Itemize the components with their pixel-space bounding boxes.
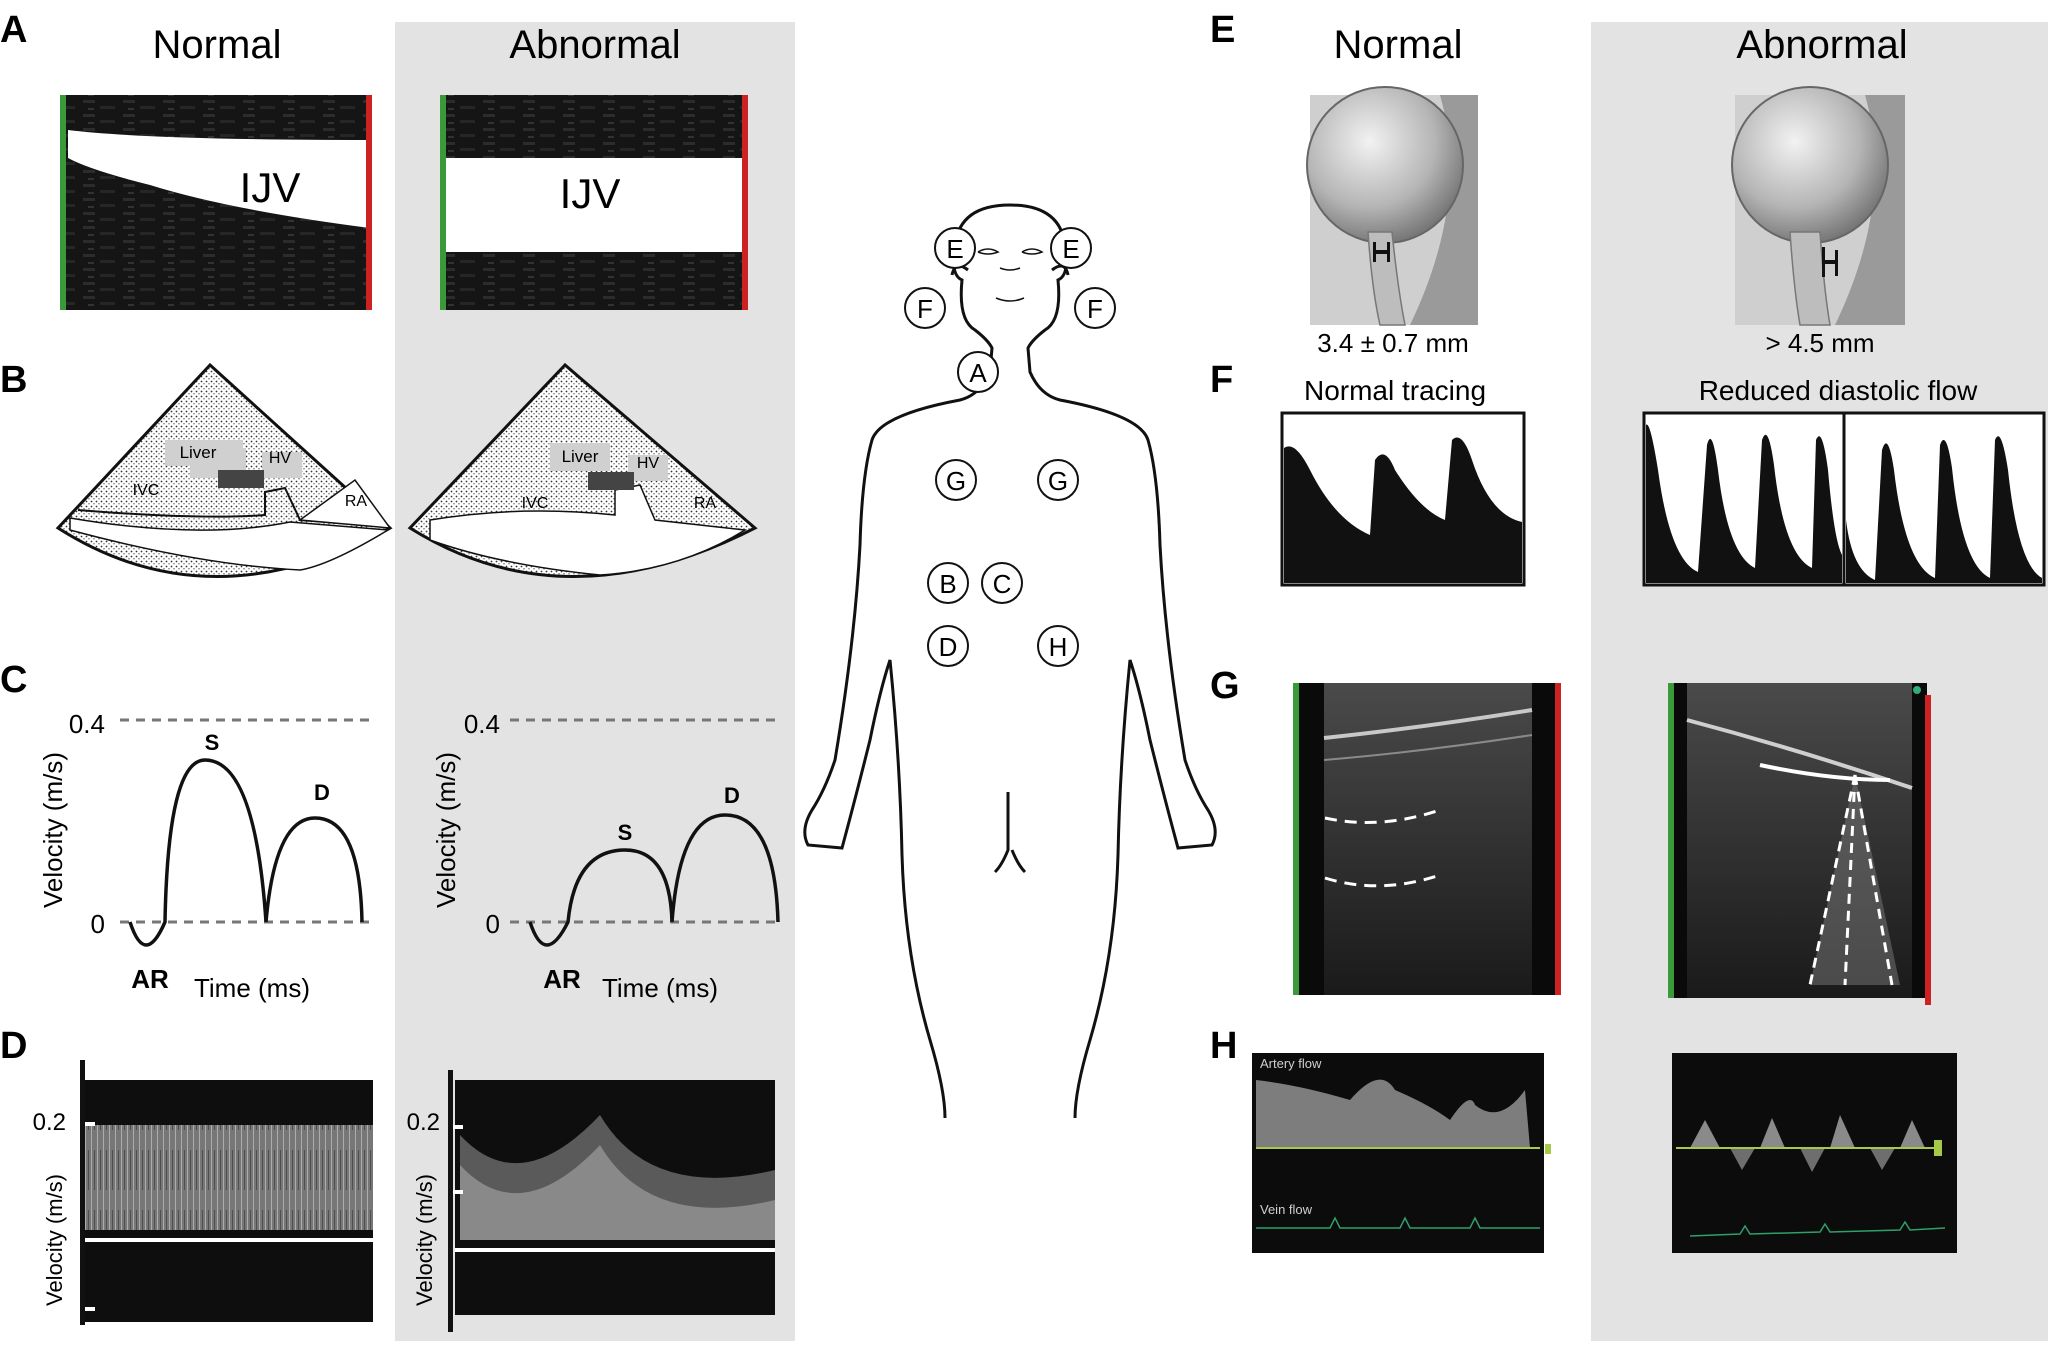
doppler-normal-xlabel: Time (ms) [194,973,310,1003]
header-left-abnormal: Abnormal [509,23,680,67]
renal-normal-doppler: Artery flow Vein flow [1252,1053,1551,1253]
doppler-normal-d: D [314,780,330,805]
lung-us-abnormal-image [1668,683,1931,1005]
hepatic-normal-liver-label: Liver [180,443,217,462]
marker-f-left: F [917,294,933,324]
hepatic-normal-ra-label: RA [345,493,368,510]
spectral-normal-image: 0.2 Velocity (m/s) [33,1060,373,1325]
marker-a: A [969,358,987,388]
hepatic-normal-hv-label: HV [269,450,292,467]
panel-label-g: G [1210,665,1240,707]
marker-g-right: G [1048,466,1068,496]
panel-label-a: A [0,9,27,51]
flow-normal-tracing: Normal tracing [1280,375,1526,587]
onsd-abnormal-value: > 4.5 mm [1765,328,1874,358]
spectral-normal-ylabel: Velocity (m/s) [42,1174,67,1306]
marker-d: D [939,632,958,662]
doppler-abnormal-ar: AR [543,964,581,994]
ijv-abnormal-label: IJV [560,170,621,217]
hepatic-abnormal-liver-label: Liver [562,447,599,466]
doppler-normal-diagram: 0.4 0 Velocity (m/s) S D AR Time (ms) [38,709,370,1003]
panel-label-c: C [0,659,27,701]
panel-label-h: H [1210,1025,1237,1067]
body-markers: E E F F A G G B C D H [904,227,1116,667]
renal-abnormal-doppler [1672,1053,1957,1253]
doppler-abnormal-diagram: 0.4 0 Velocity (m/s) S D AR Time (ms) [431,709,782,1003]
ijv-normal-label: IJV [240,164,301,211]
flow-normal-title: Normal tracing [1304,375,1486,406]
spectral-abnormal-tick: 0.2 [407,1109,440,1136]
doppler-normal-s: S [205,730,220,755]
header-right-abnormal: Abnormal [1736,23,1907,67]
spectral-abnormal-image: 0.2 Velocity (m/s) [407,1070,775,1332]
ijv-abnormal-image: IJV [440,95,748,310]
doppler-abnormal-d: D [724,783,740,808]
lung-us-normal-image [1293,683,1561,995]
renal-vein-label: Vein flow [1260,1202,1313,1217]
onsd-normal-value: 3.4 ± 0.7 mm [1317,328,1469,358]
ijv-normal-image: IJV [60,95,372,310]
header-right-normal: Normal [1334,23,1463,67]
panel-label-f: F [1210,359,1233,401]
doppler-abnormal-yzero: 0 [486,909,500,939]
panel-label-b: B [0,359,27,401]
hepatic-abnormal-schematic: Liver HV IVC RA [407,362,758,578]
panel-label-e: E [1210,9,1235,51]
doppler-abnormal-xlabel: Time (ms) [602,973,718,1003]
onsd-abnormal-illustration: > 4.5 mm [1731,86,1905,358]
doppler-abnormal-ymax: 0.4 [464,709,500,739]
hepatic-abnormal-ra-label: RA [694,495,717,512]
spectral-normal-tick: 0.2 [33,1109,66,1136]
hepatic-abnormal-hv-label: HV [637,455,660,472]
hepatic-abnormal-ivc-label: IVC [522,495,549,512]
marker-g-left: G [946,466,966,496]
doppler-abnormal-s: S [618,820,633,845]
marker-h: H [1049,632,1068,662]
onsd-normal-illustration: 3.4 ± 0.7 mm [1306,86,1478,358]
renal-artery-label: Artery flow [1260,1056,1322,1071]
spectral-abnormal-ylabel: Velocity (m/s) [412,1174,437,1306]
doppler-normal-ylabel: Velocity (m/s) [38,752,68,908]
marker-e-left: E [946,234,963,264]
panel-label-d: D [0,1025,27,1067]
hepatic-normal-ivc-label: IVC [133,482,160,499]
doppler-abnormal-ylabel: Velocity (m/s) [431,752,461,908]
doppler-normal-yzero: 0 [91,909,105,939]
doppler-normal-ymax: 0.4 [69,709,105,739]
marker-f-right: F [1087,294,1103,324]
header-left-normal: Normal [153,23,282,67]
body-outline [803,203,1217,1119]
marker-e-right: E [1062,234,1079,264]
hepatic-normal-schematic: Liver HV IVC RA [55,362,393,578]
marker-c: C [993,569,1012,599]
flow-abnormal-title: Reduced diastolic flow [1699,375,1978,406]
doppler-normal-ar: AR [131,964,169,994]
flow-abnormal-tracing: Reduced diastolic flow [1642,375,2046,587]
marker-b: B [939,569,956,599]
